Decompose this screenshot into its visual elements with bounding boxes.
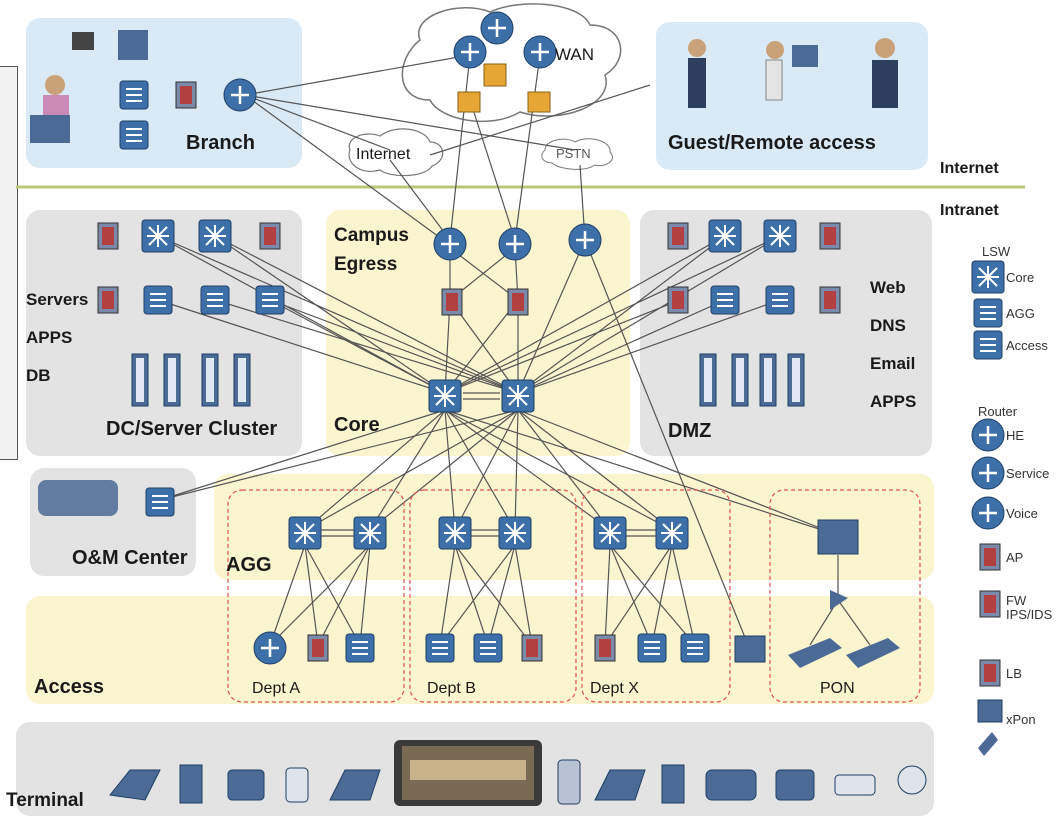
legend-voice: Voice	[1006, 506, 1038, 521]
dmz-web-label: Web	[870, 278, 906, 297]
dc-apps-label: APPS	[26, 328, 73, 347]
terminal-label: Terminal	[6, 790, 84, 811]
dmz-label: DMZ	[668, 420, 712, 442]
guest-label: Guest/Remote access	[668, 132, 876, 154]
wan-label: WAN	[555, 45, 595, 64]
legend-router-title: Router	[978, 404, 1018, 419]
dmz-apps-label: APPS	[870, 392, 917, 411]
om-center-label: O&M Center	[72, 547, 188, 569]
legend-ap: AP	[1006, 550, 1024, 565]
agg-label: AGG	[226, 554, 272, 576]
legend-he: HE	[1006, 428, 1025, 443]
legend-xpon: xPon	[1006, 712, 1036, 727]
legend-service: Service	[1006, 466, 1050, 481]
pon-label: PON	[820, 680, 855, 697]
access-label: Access	[34, 676, 105, 698]
legend-fw: FW IPS/IDS	[1006, 593, 1053, 622]
legend-lb: LB	[1006, 666, 1022, 681]
dmz-dns-label: DNS	[870, 316, 906, 335]
legend-agg: AGG	[1006, 306, 1035, 321]
left-edge-panel	[0, 66, 18, 460]
dc-servers-label: Servers	[26, 290, 89, 309]
internet-cloud-label: Internet	[356, 146, 411, 163]
campus-egress-label-1: Campus	[334, 225, 409, 246]
boundary-intranet-label: Intranet	[940, 202, 999, 219]
legend-access: Access	[1006, 338, 1048, 353]
dept-x-label: Dept X	[590, 680, 639, 697]
dmz-email-label: Email	[870, 354, 916, 373]
dc-cluster-label: DC/Server Cluster	[106, 418, 278, 440]
core-label: Core	[334, 414, 380, 436]
pstn-cloud-label: PSTN	[556, 146, 591, 161]
dc-db-label: DB	[26, 366, 51, 385]
legend-core: Core	[1006, 270, 1035, 285]
dept-a-label: Dept A	[252, 680, 301, 697]
campus-egress-label-2: Egress	[334, 254, 398, 275]
branch-label: Branch	[186, 132, 255, 154]
legend-lsw-title: LSW	[982, 244, 1011, 259]
dept-b-label: Dept B	[427, 680, 476, 697]
boundary-internet-label: Internet	[940, 160, 999, 177]
